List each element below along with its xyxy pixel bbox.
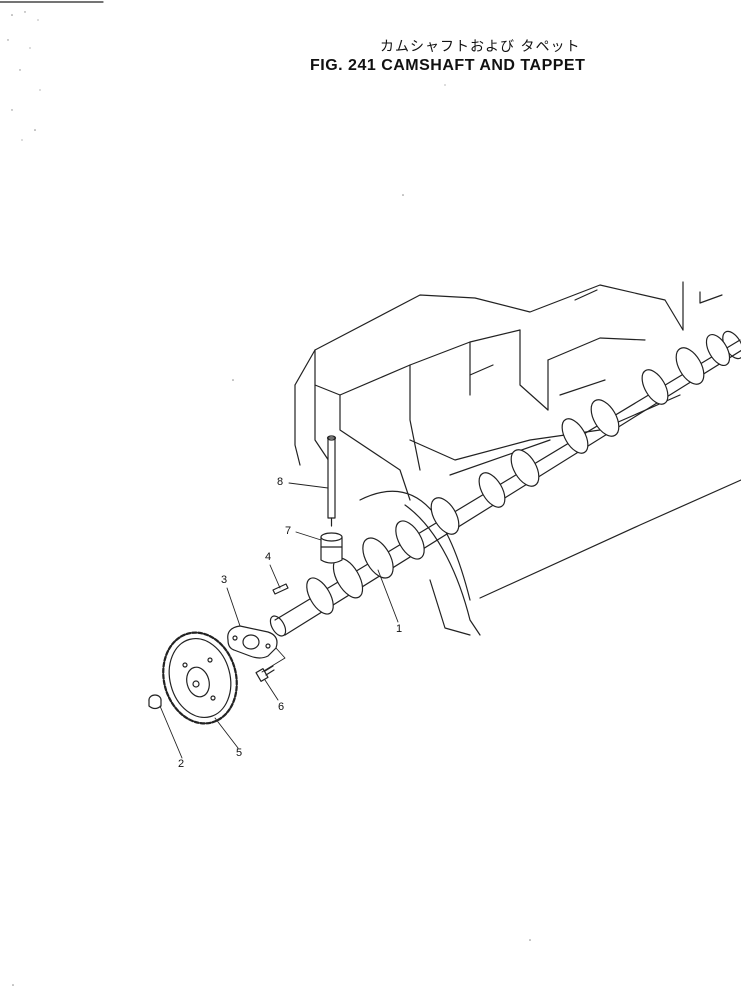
callout-3: 3 <box>221 574 228 586</box>
cam-gear <box>162 631 238 725</box>
leader-lines <box>159 482 399 759</box>
nut <box>148 694 162 710</box>
push-rod <box>326 435 337 527</box>
figure-title: FIG. 241 CAMSHAFT AND TAPPET <box>310 57 586 74</box>
camshaft <box>269 330 741 637</box>
engine-block-outline <box>294 281 741 636</box>
scan-speckles <box>7 11 531 986</box>
callout-5: 5 <box>236 747 243 759</box>
figure-title-japanese: カムシャフトおよび タペット <box>380 39 581 55</box>
callout-1: 1 <box>396 623 403 635</box>
tappet <box>320 532 343 564</box>
callout-2: 2 <box>178 758 185 770</box>
callout-6: 6 <box>278 701 285 713</box>
woodruff-key <box>272 583 289 595</box>
callout-4: 4 <box>265 551 272 563</box>
callout-8: 8 <box>277 476 284 488</box>
thrust-plate <box>227 625 278 659</box>
callout-7: 7 <box>285 525 292 537</box>
bolt <box>255 665 275 682</box>
